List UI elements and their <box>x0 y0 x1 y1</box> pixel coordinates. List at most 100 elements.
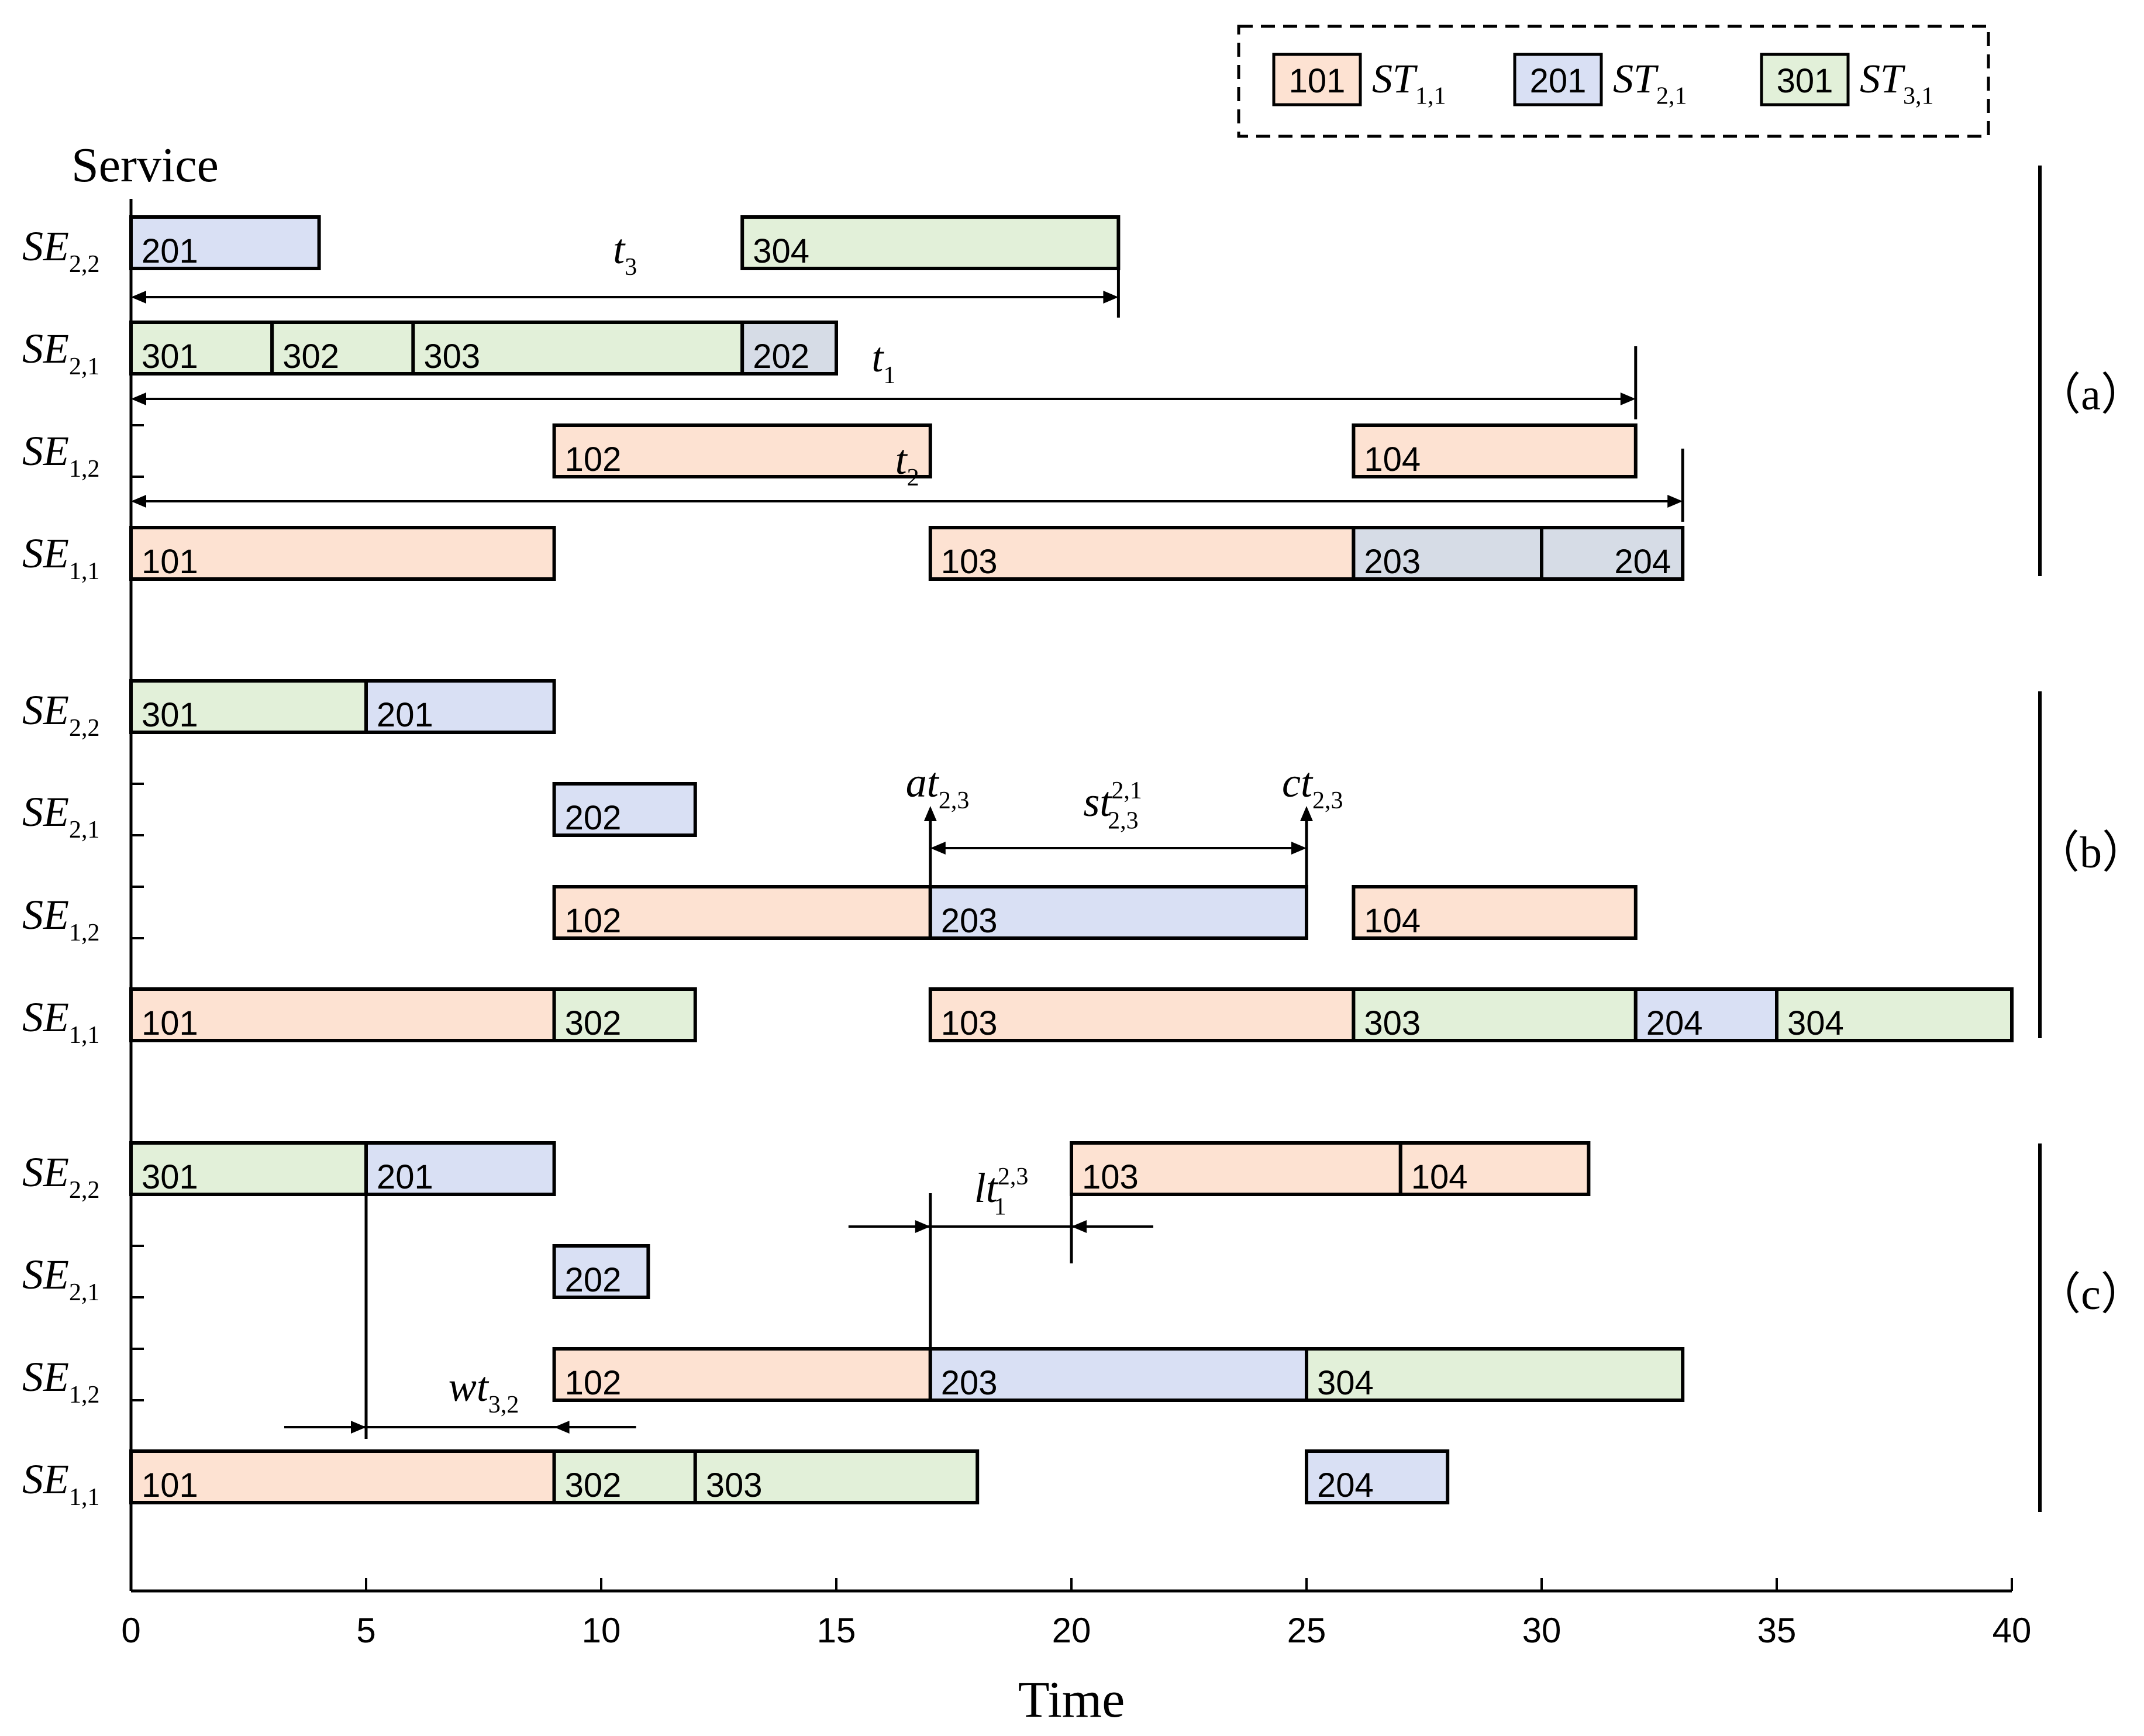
legend-swatch <box>1513 53 1603 106</box>
task-bar-301: 301 <box>129 1141 368 1196</box>
task-bar-103: 103 <box>928 987 1356 1042</box>
legend-label: ST3,1 <box>1860 57 1933 110</box>
task-bar-203: 203 <box>1352 526 1543 581</box>
task-label: 304 <box>753 232 809 270</box>
task-rect <box>129 987 556 1042</box>
x-axis-label: Time <box>1018 1672 1125 1728</box>
task-bar-104: 104 <box>1352 885 1638 940</box>
task-bar-101: 101 <box>129 1449 556 1504</box>
task-label: 301 <box>142 1158 198 1196</box>
duration-label: t3 <box>613 226 637 281</box>
task-bar-202: 202 <box>552 1244 650 1299</box>
task-label: 104 <box>1364 440 1421 478</box>
task-label: 101 <box>142 1004 198 1042</box>
task-bar-301: 301 <box>129 321 274 376</box>
task-rect <box>129 1141 368 1196</box>
row-label: SE2,2 <box>22 687 99 742</box>
task-label: 201 <box>377 696 433 734</box>
task-label: 303 <box>1364 1004 1421 1042</box>
task-label: 304 <box>1317 1364 1374 1402</box>
task-label: 302 <box>282 337 339 376</box>
task-rect <box>129 526 556 581</box>
task-rect <box>129 679 368 734</box>
task-rect <box>1305 1449 1450 1504</box>
row-label: SE1,2 <box>22 1353 99 1408</box>
row-label: SE2,1 <box>22 1251 99 1306</box>
x-tick-label: 10 <box>582 1611 621 1650</box>
x-tick-label: 20 <box>1052 1611 1091 1650</box>
task-rect <box>1775 987 2014 1042</box>
task-bar-304: 304 <box>740 215 1121 270</box>
task-bar-104: 104 <box>1398 1141 1591 1196</box>
task-label: 204 <box>1317 1466 1374 1504</box>
task-rect <box>364 1141 556 1196</box>
task-rect <box>740 215 1121 270</box>
row-label: SE2,1 <box>22 788 99 843</box>
row-label: SE2,2 <box>22 223 99 278</box>
completion-time-label: ct2,3 <box>1282 759 1343 814</box>
legend-label: ST2,1 <box>1613 57 1687 110</box>
task-bar-203: 203 <box>928 885 1309 940</box>
task-label: 101 <box>142 543 198 581</box>
task-rect <box>693 1449 980 1504</box>
task-rect <box>129 1449 556 1504</box>
duration-t3: t3 <box>131 226 1120 318</box>
legend-border <box>1237 25 1990 138</box>
task-label: 102 <box>565 902 622 940</box>
task-label: 204 <box>1614 543 1671 581</box>
task-label: 203 <box>941 1364 998 1402</box>
task-label: 203 <box>941 902 998 940</box>
task-label: 202 <box>565 1261 622 1299</box>
waiting-time-label: wt3,2 <box>449 1363 519 1418</box>
task-label: 201 <box>142 232 198 270</box>
task-rect <box>1352 423 1638 478</box>
task-rect <box>1305 1347 1685 1402</box>
task-rect <box>1352 987 1638 1042</box>
task-bar-104: 104 <box>1352 423 1638 478</box>
duration-label: t2 <box>895 436 919 491</box>
task-rect <box>552 1244 650 1299</box>
task-label: 204 <box>1646 1004 1703 1042</box>
row-label: SE1,2 <box>22 891 99 946</box>
x-tick-label: 30 <box>1522 1611 1562 1650</box>
legend-code: 101 <box>1289 62 1346 100</box>
task-bar-101: 101 <box>129 526 556 581</box>
task-label: 202 <box>753 337 809 376</box>
task-label: 102 <box>565 440 622 478</box>
task-label: 103 <box>1082 1158 1139 1196</box>
task-rect <box>1398 1141 1591 1196</box>
row-SE2-2: SE2,2 201 304 <box>22 215 1121 278</box>
task-label: 301 <box>142 337 198 376</box>
row-label: SE1,1 <box>22 1456 99 1511</box>
panel-tag: （c） <box>2036 1270 2144 1319</box>
task-bar-204: 204 <box>1305 1449 1450 1504</box>
task-rect <box>1070 1141 1402 1196</box>
task-bar-201: 201 <box>364 679 556 734</box>
x-tick-label: 5 <box>356 1611 375 1650</box>
task-bar-303: 303 <box>693 1449 980 1504</box>
panel-tag: （b） <box>2035 828 2144 877</box>
row-SE2-1: SE2,1 202 <box>22 1244 650 1306</box>
task-bar-101: 101 <box>129 987 556 1042</box>
task-rect <box>1540 526 1685 581</box>
task-rect <box>1352 885 1638 940</box>
task-rect <box>552 1449 697 1504</box>
task-rect <box>552 423 932 478</box>
task-bar-201: 201 <box>129 215 321 270</box>
task-bar-201: 201 <box>364 1141 556 1196</box>
